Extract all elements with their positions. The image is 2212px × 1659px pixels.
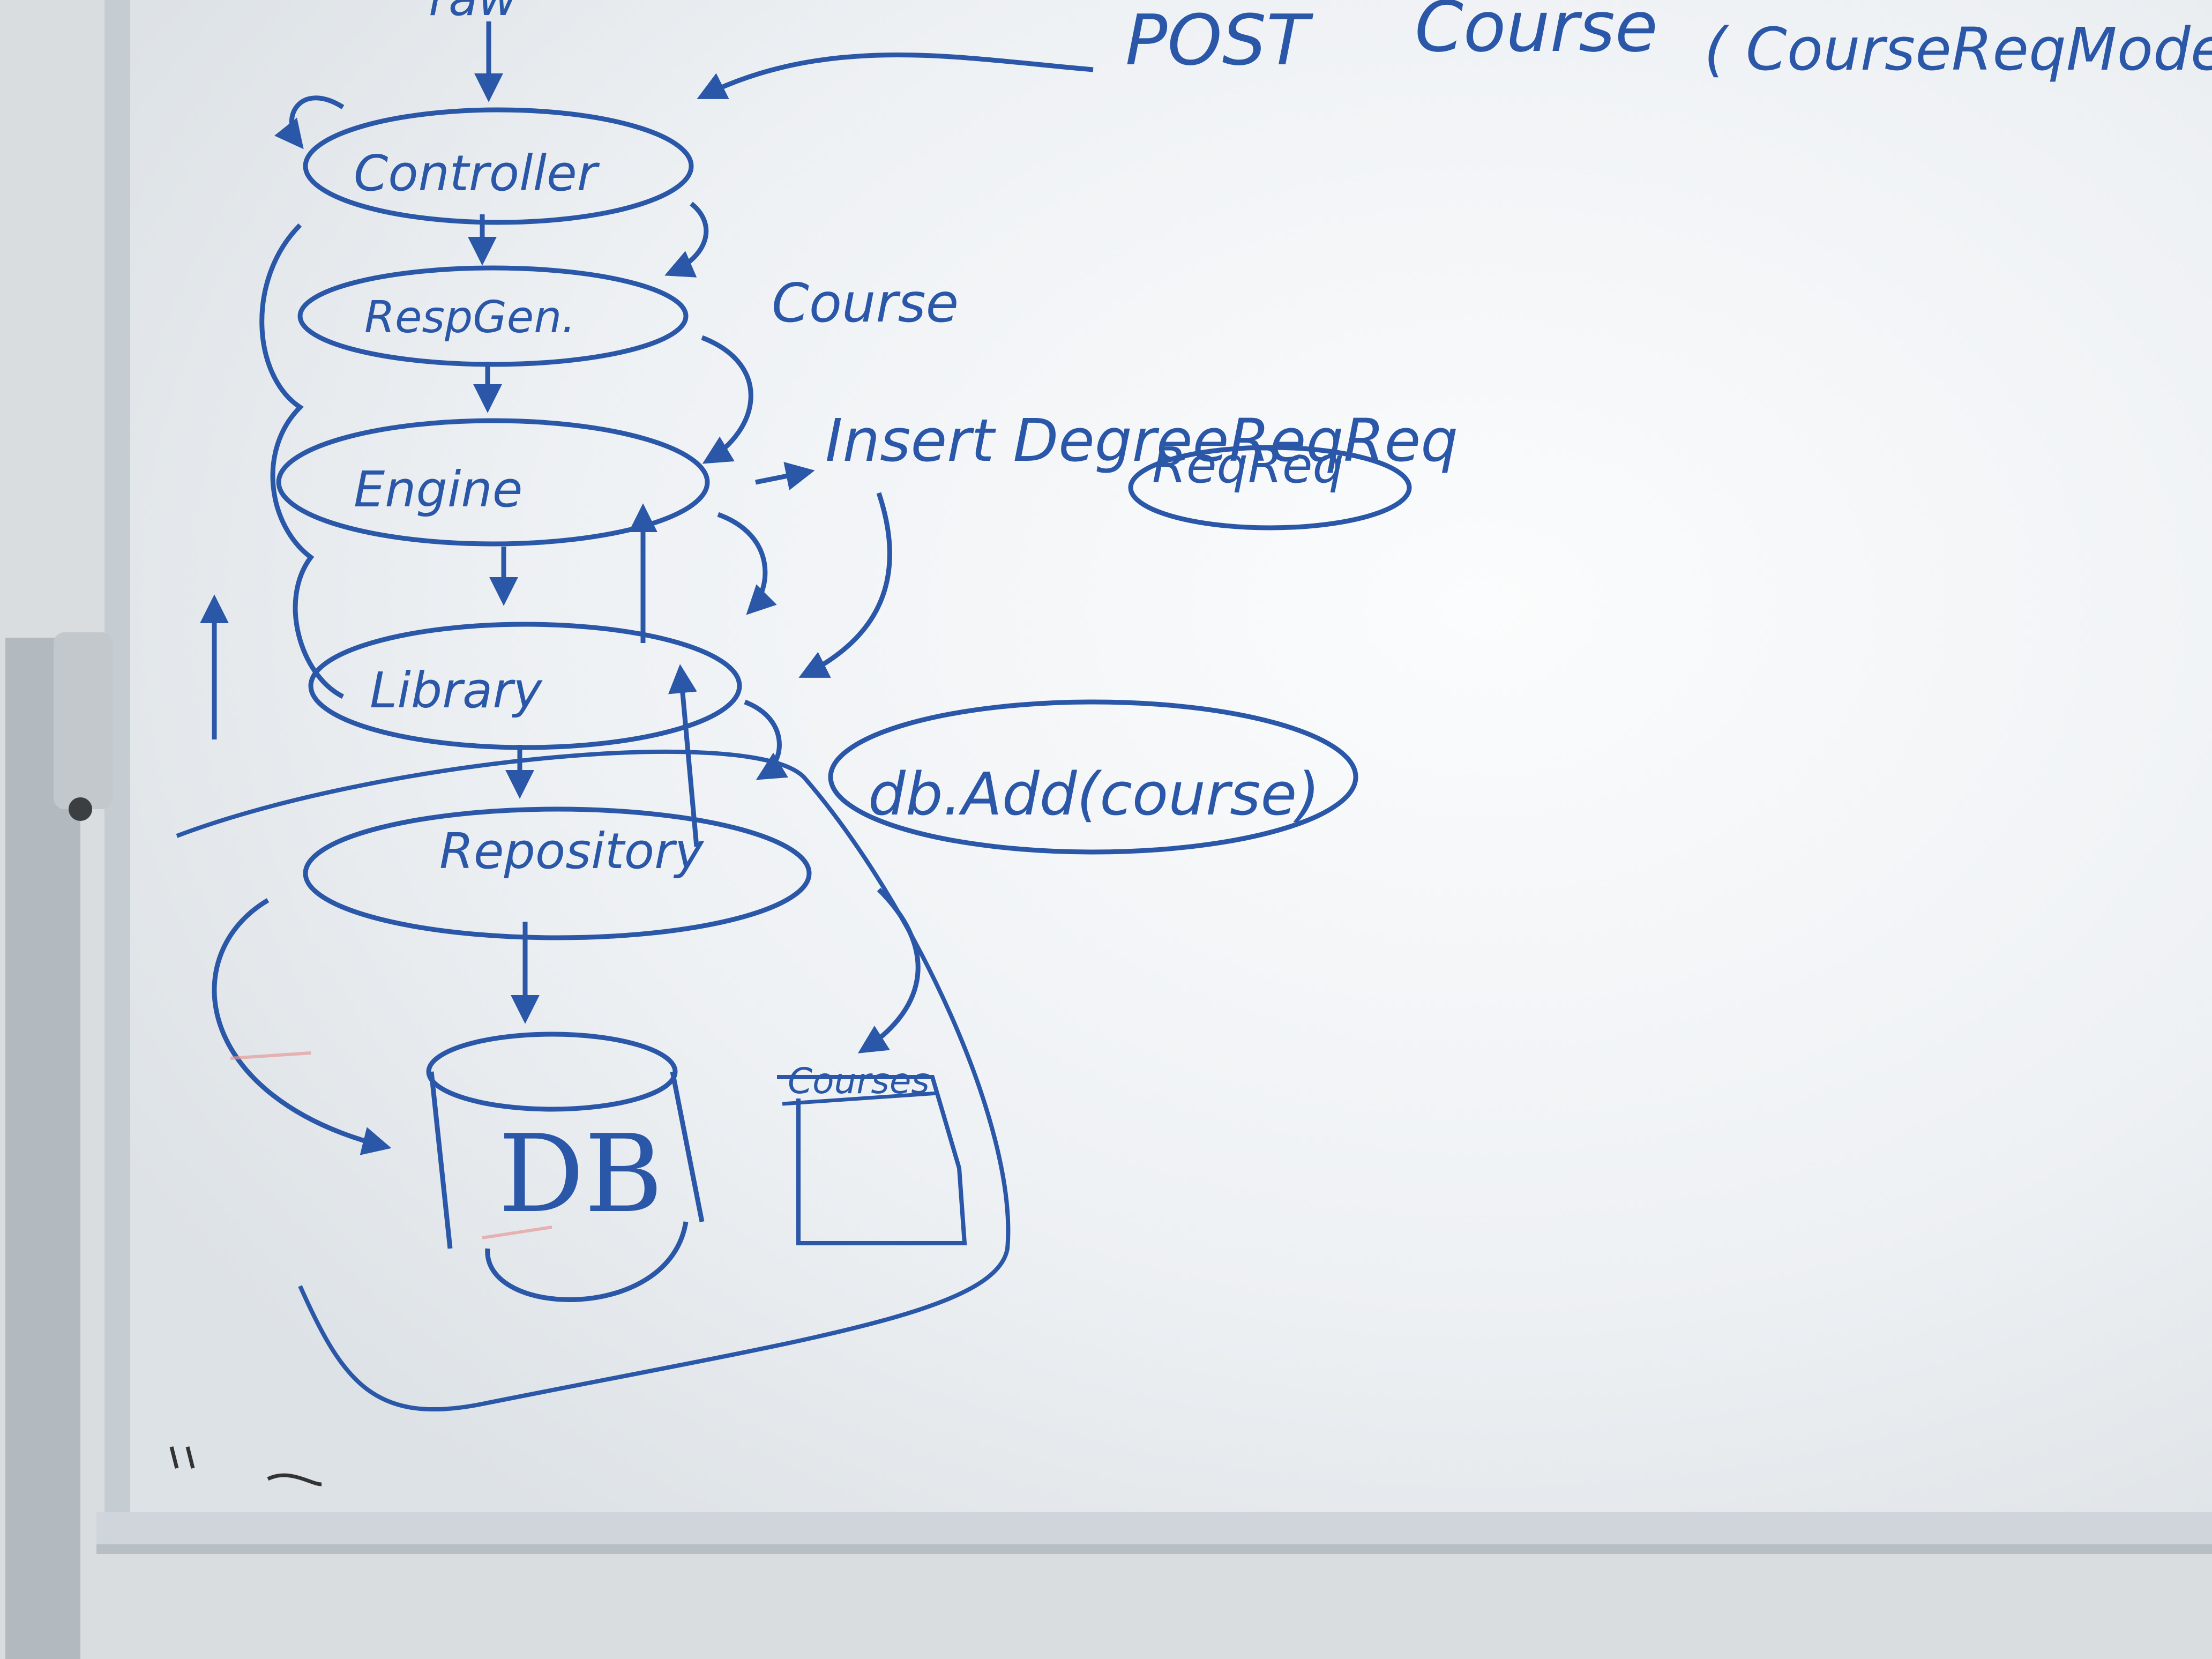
reqreq-note-text: ReqReq (1152, 437, 1344, 494)
post-route-text: Course (1415, 0, 1658, 68)
board-stand-bracket (54, 632, 113, 809)
layer-engine-label: Engine (354, 461, 522, 518)
insert-note-text: Insert DegreeReqReq (825, 406, 1458, 475)
red-trace-2 (482, 1225, 552, 1239)
layer-controller (303, 107, 694, 225)
courses-table-header-line (782, 1091, 938, 1106)
reqreq-oval (1128, 445, 1412, 530)
layer-engine (276, 418, 710, 547)
post-model-text: ( CourseReqModel) (1704, 15, 2212, 84)
layer-respgen (297, 265, 689, 367)
repo-to-db-curve (212, 898, 392, 1155)
board-tray-shadow (96, 1544, 2212, 1554)
red-trace-1 (230, 1051, 311, 1060)
layer-controller-label: Controller (354, 145, 600, 202)
layer-repository (303, 806, 812, 940)
layer-library-label: Library (370, 662, 543, 719)
note-to-library-curve (798, 492, 892, 678)
whiteboard-surface (126, 0, 2212, 1516)
post-arrow (697, 53, 1094, 99)
post-method-text: POST (1125, 0, 1313, 81)
bracket-knob (69, 797, 92, 821)
db-label: DB (498, 1112, 663, 1237)
return-curve-left (259, 223, 345, 699)
top-fragment-text: raw (429, 0, 518, 27)
controller-to-respgen-curve (664, 201, 709, 278)
course-note-text: Course (772, 272, 959, 334)
enclosing-loop (176, 749, 1011, 1412)
library-to-repository-curve (744, 699, 788, 780)
db-cylinder-body (429, 1071, 705, 1249)
db-cylinder-top (426, 1032, 678, 1112)
margin-marks (169, 1446, 322, 1486)
controller-curl (274, 95, 345, 150)
dbadd-note-text: db.Add(course) (868, 760, 1320, 828)
insert-note-arrow (755, 461, 815, 490)
layer-respgen-label: RespGen. (364, 292, 576, 343)
respgen-to-engine-curve (701, 335, 753, 464)
courses-table (777, 1075, 967, 1245)
board-frame-bottom (96, 1512, 2212, 1550)
courses-table-label: Courses (788, 1060, 930, 1102)
dbadd-oval (828, 699, 1358, 855)
engine-to-library-curve (717, 512, 777, 615)
db-cylinder-bottom (485, 1221, 689, 1302)
layer-library (308, 622, 742, 750)
layer-repository-label: Repository (439, 823, 705, 880)
